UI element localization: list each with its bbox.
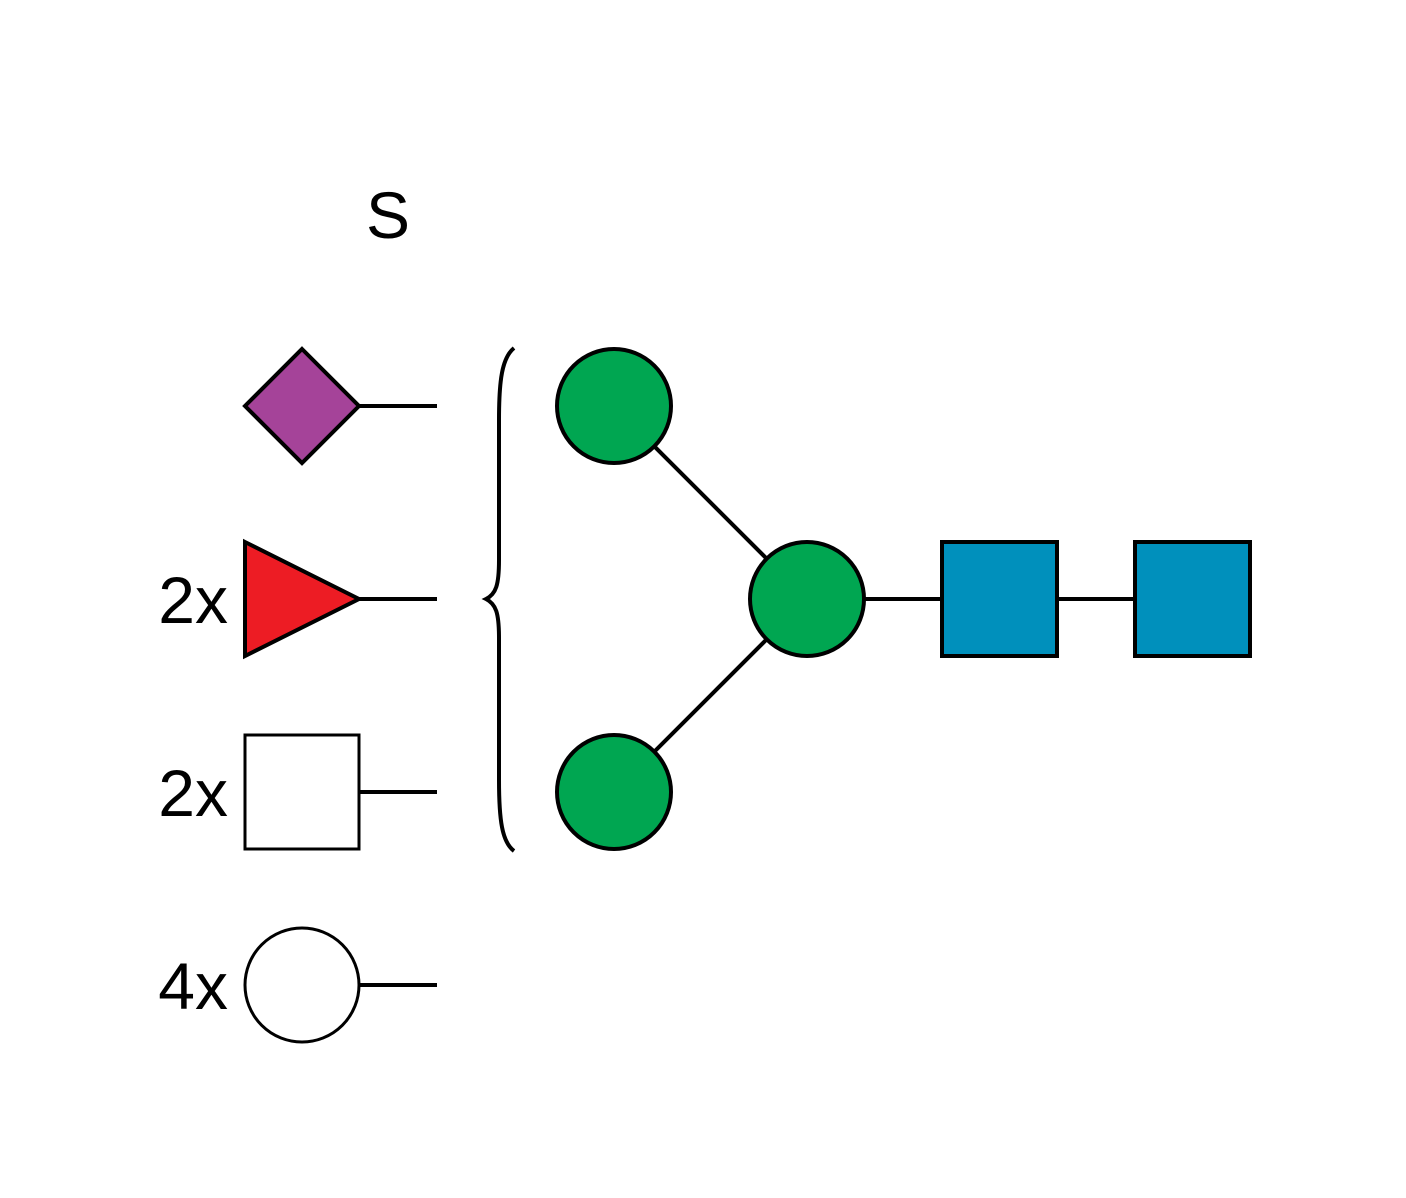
fucose-triangle-icon <box>243 538 364 660</box>
central-mannose-circle-icon <box>748 540 866 658</box>
hexnac-square-icon <box>243 733 361 851</box>
glcnac-square-icon-2 <box>1133 540 1252 658</box>
hexnac-count: 2x <box>158 756 228 830</box>
fucose-count: 2x <box>158 563 228 637</box>
hexose-count: 4x <box>158 949 228 1023</box>
upper-mannose-circle-icon <box>555 347 673 465</box>
antenna-brace <box>481 346 516 853</box>
lower-mannose-circle-icon <box>555 733 673 851</box>
glcnac-square-icon-1 <box>940 540 1059 658</box>
sulfate-label: S <box>366 178 410 252</box>
hexose-circle-icon <box>243 926 361 1044</box>
neu5ac-diamond-icon <box>242 346 362 466</box>
